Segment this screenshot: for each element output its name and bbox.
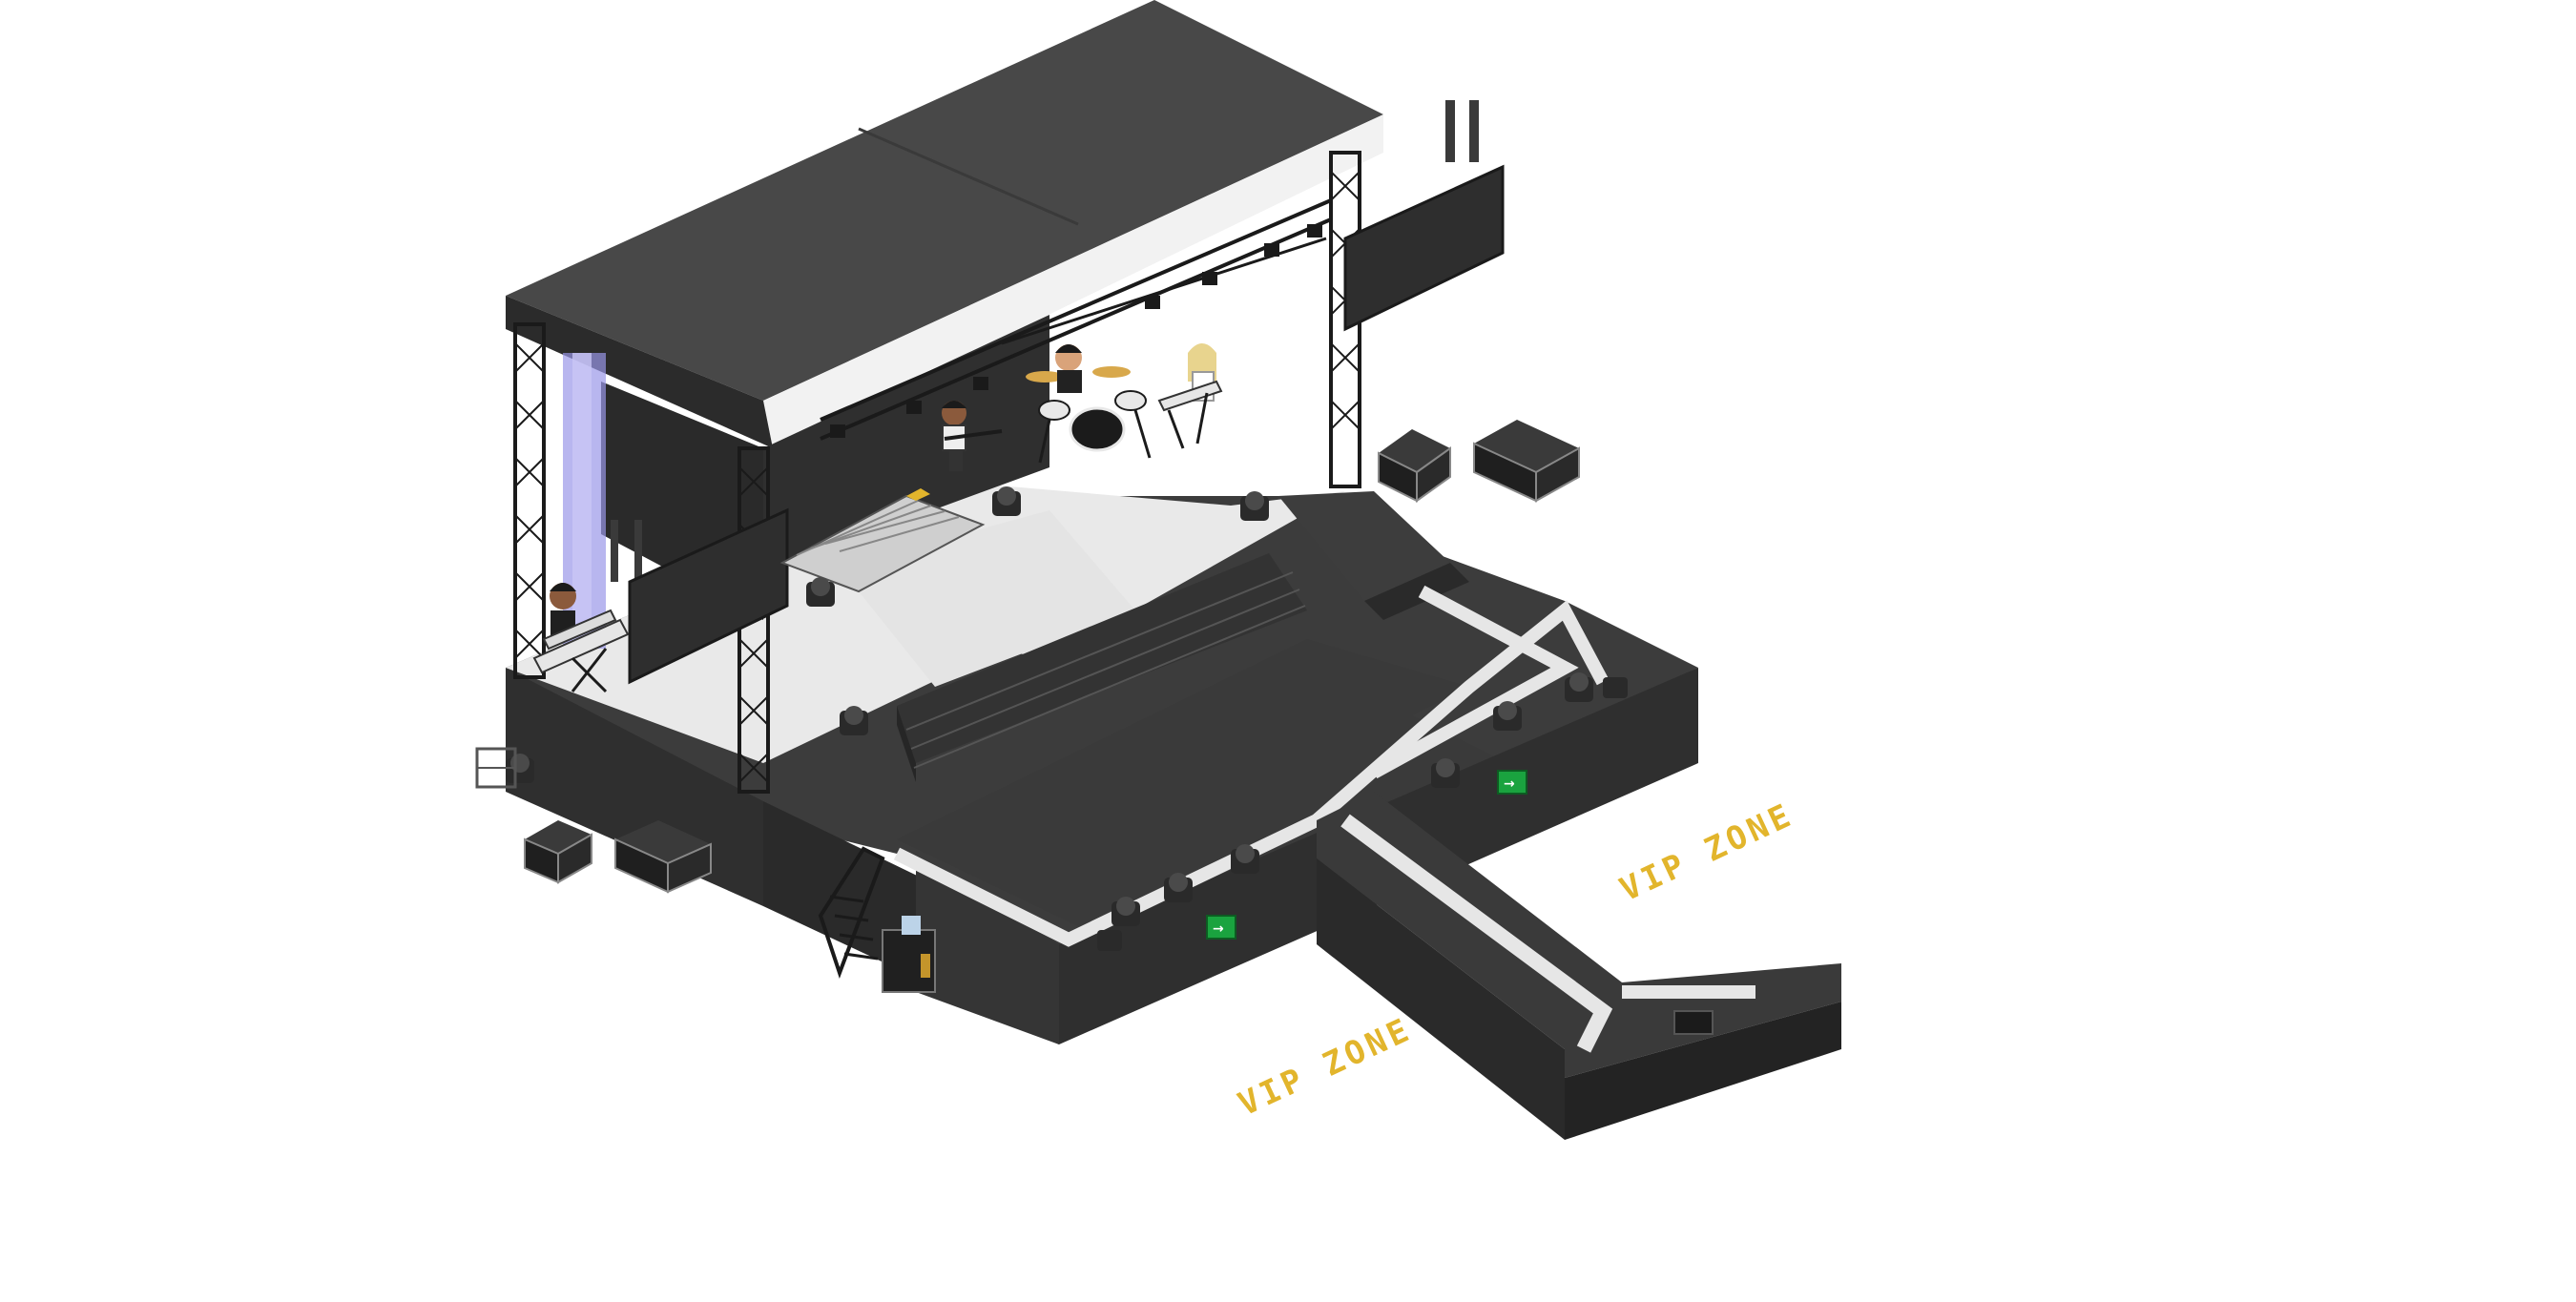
stage-inner-deck [897, 639, 1507, 944]
moving-head-light-icon [1240, 491, 1269, 521]
catwalk-front [1565, 1002, 1841, 1140]
flight-case-icon [1473, 420, 1580, 503]
moving-head-light-icon [806, 577, 835, 607]
catwalk-stripe [1340, 814, 1613, 1053]
moving-head-light-icon [1097, 930, 1122, 951]
flight-case-icon [614, 820, 712, 894]
moving-head-light-icon [1164, 873, 1193, 902]
guitarist-avatar-icon [942, 401, 1003, 471]
drum-kit-icon [1026, 366, 1152, 464]
truss-tower-icon [513, 322, 546, 679]
led-screen-icon [628, 507, 789, 685]
center-steps-top [897, 553, 1307, 763]
moving-head-light-icon [1111, 897, 1140, 926]
moving-head-light-icon [840, 706, 868, 735]
truss-towers [513, 100, 1479, 794]
barrier-rack [475, 747, 517, 789]
drummer-avatar-icon [1055, 344, 1082, 393]
moving-head-light-icon [992, 486, 1021, 516]
exit-sign-text: → [1213, 921, 1224, 937]
stage-wall-front-lower [916, 858, 1059, 1044]
led-screens [628, 164, 1505, 685]
flight-case-icon [1378, 429, 1451, 503]
catwalk-top [1317, 792, 1841, 1078]
band [532, 343, 1223, 693]
hanging-chain [611, 520, 618, 582]
catwalk-side [1317, 858, 1565, 1140]
keyboard-icon [1157, 380, 1223, 449]
hanging-chain [1469, 100, 1479, 162]
vip-zone-label: VIP ZONE [1233, 1010, 1418, 1124]
exit-sign-icon: → [1206, 915, 1236, 940]
flight-cases [475, 420, 1580, 993]
staircase-icon [818, 846, 885, 979]
moving-head-light-icon [1603, 677, 1628, 698]
keyboard-icon [532, 609, 630, 693]
hanging-chain [634, 520, 642, 582]
exit-sign-icon: → [1497, 770, 1527, 795]
overhead-spots [830, 224, 1322, 438]
roof-side-left [506, 296, 773, 448]
staircase-icon [779, 488, 986, 593]
moving-head-light-icon [1565, 672, 1593, 702]
stage-lights [506, 224, 1628, 951]
runway-edge-stripe-right [1370, 585, 1579, 779]
catwalk [1317, 792, 1841, 1140]
hanging-chain [1445, 100, 1455, 162]
moving-head-light-icon [1493, 701, 1522, 731]
led-screen-icon [1343, 164, 1505, 332]
flight-case-icon [524, 820, 592, 884]
center-steps-front [897, 706, 916, 782]
runway-edge-stripe [893, 600, 1610, 947]
speaker-monitor-icon [1673, 1010, 1714, 1035]
flight-case-icon [882, 916, 936, 993]
exit-sign-text: → [1504, 776, 1515, 792]
right-riser-side [1364, 563, 1469, 620]
moving-head-light-icon [1431, 758, 1460, 788]
right-riser-top [1278, 491, 1450, 601]
vip-zone-label: VIP ZONE [1614, 796, 1799, 909]
roof-top [506, 0, 1383, 401]
moving-head-light-icon [1231, 844, 1259, 874]
roof-trim [763, 114, 1383, 448]
stage-roof [506, 0, 1383, 620]
